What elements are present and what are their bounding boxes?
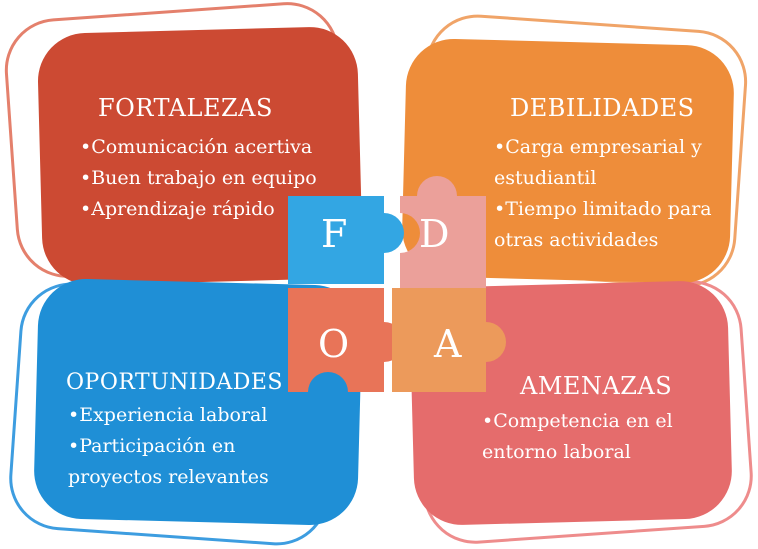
debilidades-list: •Carga empresarial y estudiantil •Tiempo… bbox=[494, 132, 734, 256]
puzzle-piece-a bbox=[392, 288, 506, 392]
puzzle-letter-a: A bbox=[434, 322, 462, 366]
amenazas-list: •Competencia en el entorno laboral bbox=[482, 406, 702, 468]
list-item: •Competencia en el entorno laboral bbox=[482, 410, 673, 463]
puzzle-letter-o: O bbox=[318, 322, 350, 366]
puzzle-letter-f: F bbox=[321, 212, 348, 256]
list-item: •Buen trabajo en equipo bbox=[80, 167, 317, 189]
puzzle-letter-d: D bbox=[419, 212, 450, 256]
list-item: •Carga empresarial y estudiantil bbox=[494, 136, 702, 189]
oportunidades-list: •Experiencia laboral •Participación en p… bbox=[68, 400, 298, 493]
puzzle-piece-d bbox=[400, 176, 486, 288]
puzzle-piece-o bbox=[288, 288, 404, 392]
puzzle-piece-f bbox=[288, 196, 404, 284]
amenazas-title: AMENAZAS bbox=[520, 372, 673, 400]
fortalezas-title: FORTALEZAS bbox=[98, 94, 273, 122]
list-item: •Tiempo limitado para otras actividades bbox=[494, 198, 712, 251]
debilidades-title: DEBILIDADES bbox=[510, 94, 695, 122]
fortalezas-list: •Comunicación acertiva •Buen trabajo en … bbox=[80, 132, 317, 225]
list-item: •Aprendizaje rápido bbox=[80, 198, 275, 220]
oportunidades-title: OPORTUNIDADES bbox=[66, 370, 284, 395]
list-item: •Participación en proyectos relevantes bbox=[68, 435, 269, 488]
list-item: •Experiencia laboral bbox=[68, 404, 268, 426]
list-item: •Comunicación acertiva bbox=[80, 136, 313, 158]
